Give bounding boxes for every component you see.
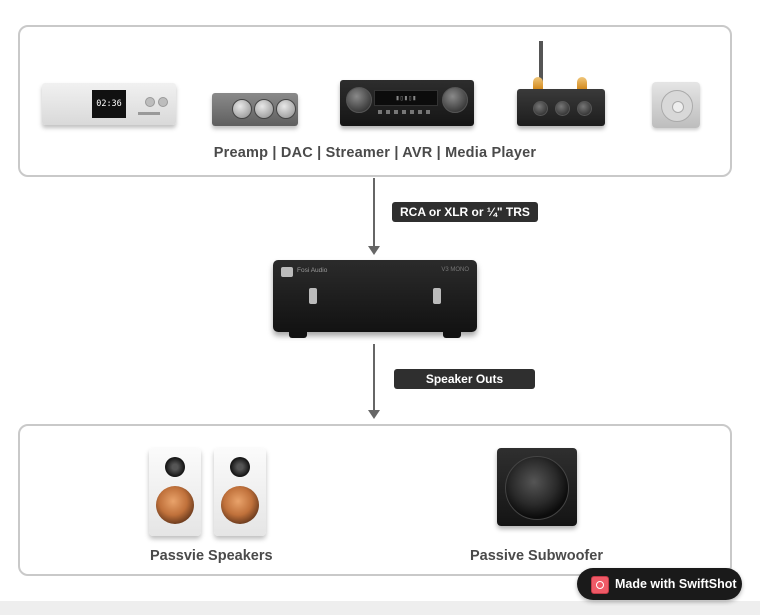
avr-display: ▮▯▮▯▮ — [374, 90, 438, 106]
arrow-down-icon — [368, 410, 380, 419]
woofer-icon — [156, 486, 194, 524]
media-player-device — [652, 82, 700, 128]
woofer-icon — [221, 486, 259, 524]
camera-icon — [591, 576, 609, 594]
dac-device — [212, 93, 298, 126]
brand-logo-icon — [281, 267, 293, 277]
tweeter-icon — [230, 457, 250, 477]
avr-device: ▮▯▮▯▮ — [340, 80, 474, 126]
amp-switch-left — [309, 288, 317, 304]
tube-preamp-device — [517, 41, 605, 126]
subwoofer-device — [497, 448, 577, 526]
server-knobs — [142, 94, 168, 112]
speaker-right — [214, 448, 266, 536]
amp-model: V3 MONO — [441, 267, 469, 273]
connector-line-lower — [373, 344, 375, 410]
server-slot — [138, 112, 160, 115]
tweeter-icon — [165, 457, 185, 477]
input-connection-label: RCA or XLR or ¼" TRS — [392, 202, 538, 222]
badge-text: Made with SwiftShot — [615, 577, 737, 591]
subwoofer-caption: Passive Subwoofer — [470, 548, 603, 564]
connector-line-upper — [373, 178, 375, 246]
amp-brand: Fosi Audio — [297, 267, 328, 274]
source-caption: Preamp | DAC | Streamer | AVR | Media Pl… — [213, 145, 537, 161]
amplifier-device: Fosi Audio V3 MONO — [273, 260, 477, 338]
output-connection-label: Speaker Outs — [394, 369, 535, 389]
arrow-down-icon — [368, 246, 380, 255]
subwoofer-cone-icon — [505, 456, 569, 520]
speakers-caption: Passvie Speakers — [150, 548, 273, 564]
amp-switch-right — [433, 288, 441, 304]
made-with-swiftshot-badge[interactable]: Made with SwiftShot — [577, 568, 742, 600]
bottom-bar — [0, 601, 760, 615]
speaker-left — [149, 448, 201, 536]
music-server-device: 02:36 — [42, 83, 176, 125]
output-devices-panel — [18, 424, 732, 576]
source-devices-panel: 02:36 ▮▯▮▯▮ Preamp | DAC | Streamer | AV… — [18, 25, 732, 177]
click-wheel — [661, 90, 693, 122]
server-display: 02:36 — [92, 90, 126, 118]
